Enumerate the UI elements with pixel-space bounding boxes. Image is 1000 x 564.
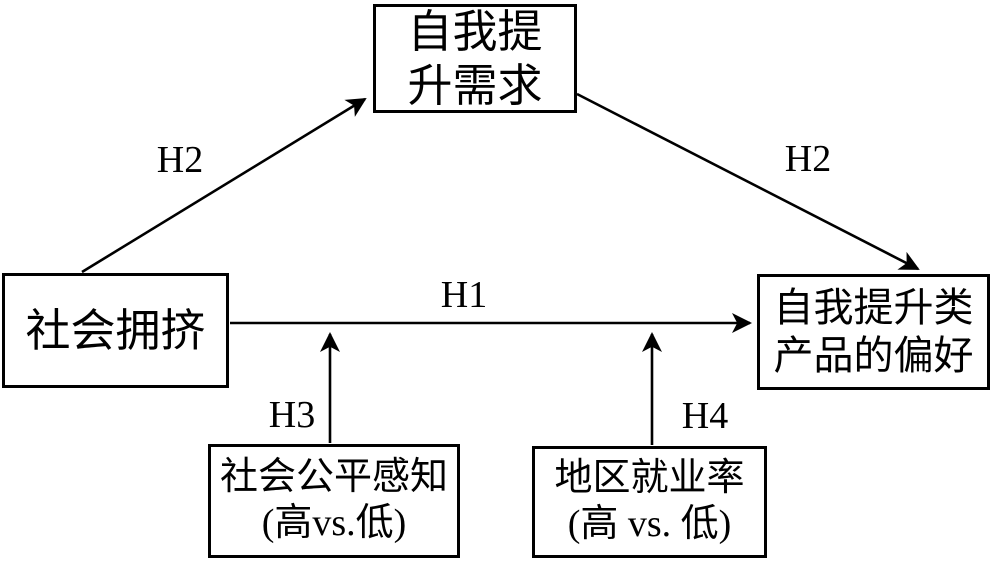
node-label-line: 升需求 <box>407 60 543 111</box>
h2-right-arrow <box>576 92 920 271</box>
node-label-line: 社会拥挤 <box>25 305 206 356</box>
node-self-improvement-need: 自我提 升需求 <box>373 4 577 113</box>
edge-label-h2-right: H2 <box>784 138 832 180</box>
edge-label-h3: H3 <box>268 394 316 436</box>
edge-label-h4: H4 <box>681 395 729 437</box>
node-label-line: (高 vs. 低) <box>567 503 732 545</box>
node-self-improvement-product-preference: 自我提升类 产品的偏好 <box>757 274 990 390</box>
node-social-crowding: 社会拥挤 <box>2 273 229 388</box>
node-social-fairness-perception: 社会公平感知 (高vs.低) <box>208 444 460 558</box>
node-label-line: 产品的偏好 <box>773 333 974 378</box>
node-regional-employment-rate: 地区就业率 (高 vs. 低) <box>532 446 767 558</box>
h2-left-arrow <box>81 97 367 274</box>
node-label-line: 社会公平感知 <box>219 456 448 499</box>
node-label-line: 自我提 <box>407 6 543 57</box>
edge-label-h2-left: H2 <box>156 139 204 181</box>
edge-label-h1: H1 <box>440 274 488 316</box>
node-label-line: 地区就业率 <box>554 457 745 500</box>
node-label-line: 自我提升类 <box>773 285 974 330</box>
node-label-line: (高vs.低) <box>261 502 407 544</box>
